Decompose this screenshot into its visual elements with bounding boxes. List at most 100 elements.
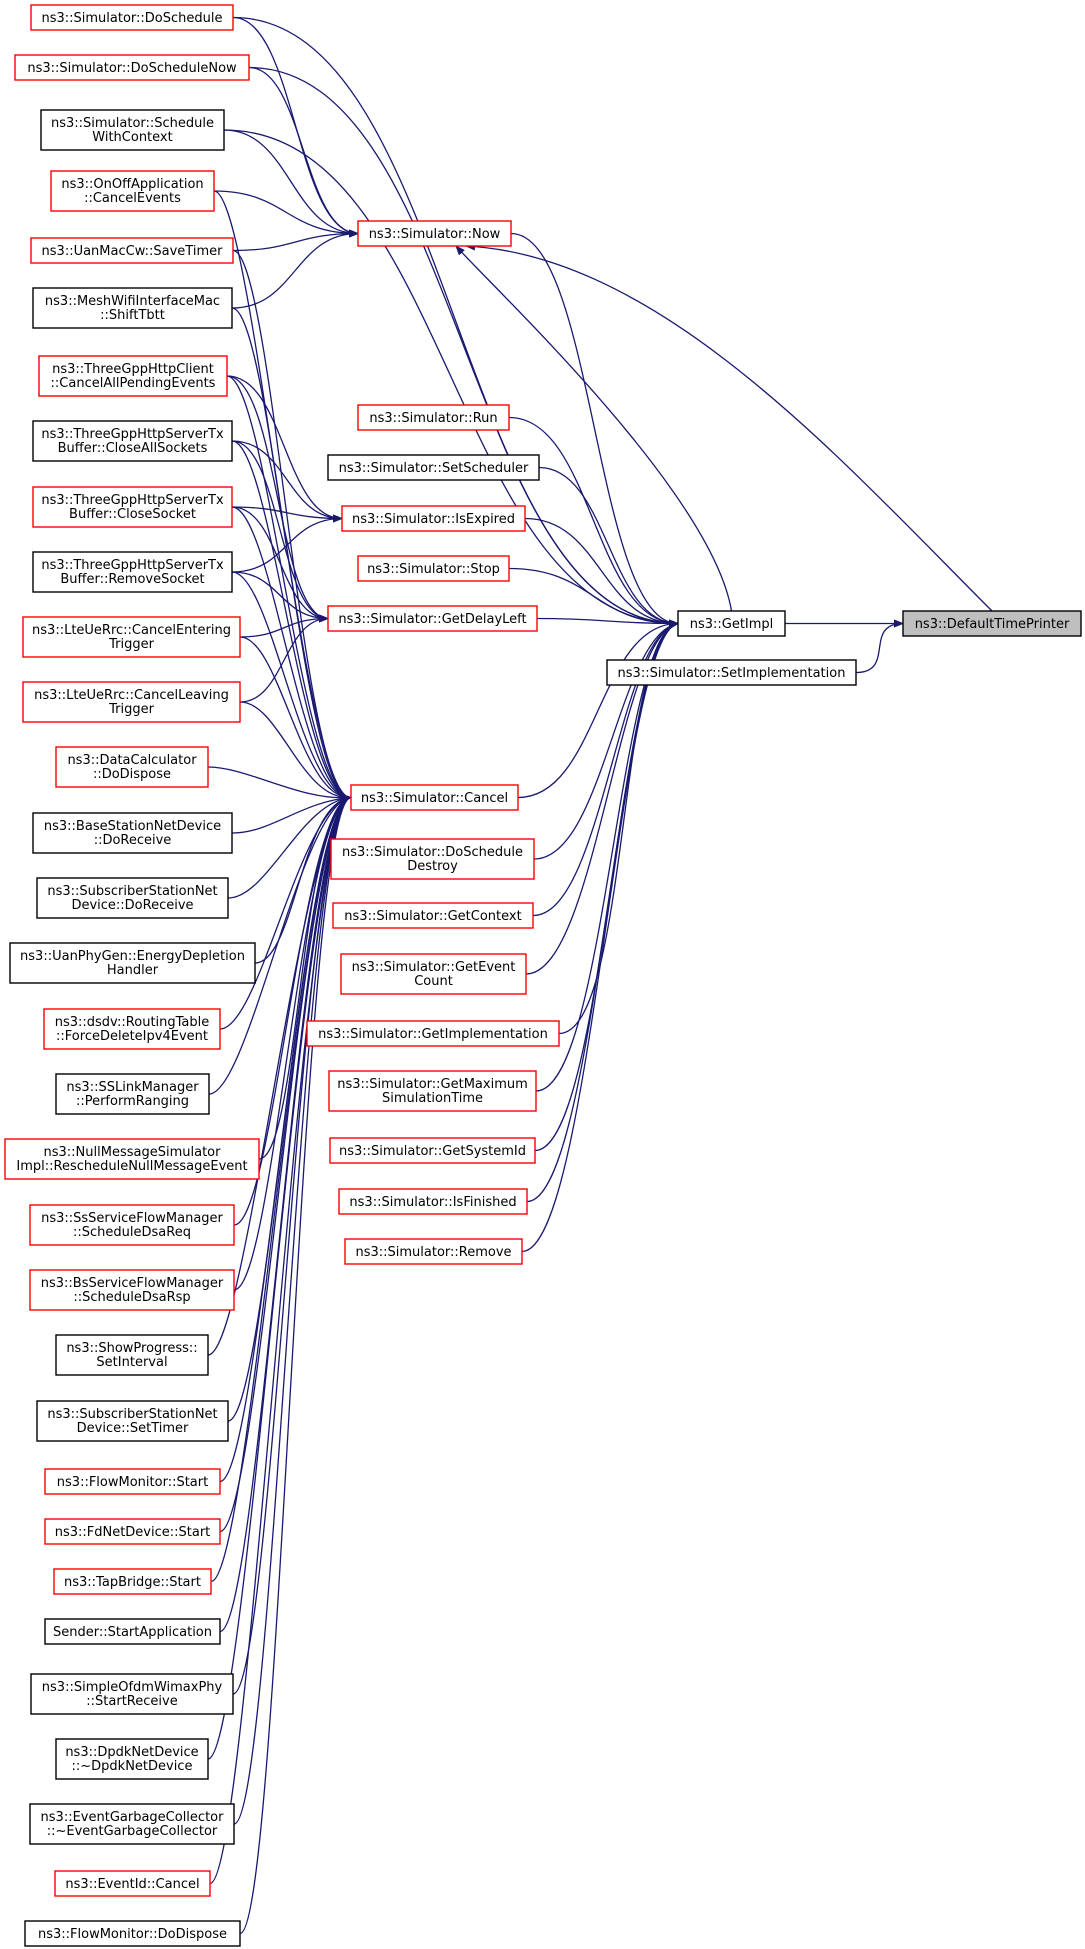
- node-nullmsg[interactable]: ns3::NullMessageSimulatorImpl::Reschedul…: [4, 1138, 260, 1180]
- node-label: Impl::RescheduleNullMessageEvent: [16, 1159, 247, 1174]
- node-label: ns3::SsServiceFlowManager: [41, 1211, 223, 1226]
- node-getimpl[interactable]: ns3::GetImpl: [677, 610, 786, 637]
- node-label: Trigger: [108, 637, 154, 652]
- node-label: ns3::EventId::Cancel: [65, 1877, 199, 1892]
- node-setsched[interactable]: ns3::Simulator::SetScheduler: [327, 454, 540, 481]
- node-dosched[interactable]: ns3::Simulator::DoSchedule: [30, 4, 234, 31]
- edge-meshwifi-to-cancel: [231, 307, 352, 803]
- node-label: ns3::ThreeGppHttpClient: [52, 362, 214, 377]
- node-bsnet[interactable]: ns3::BaseStationNetDevice::DoReceive: [32, 812, 233, 854]
- edge-httpcloseall-to-isexpired: [231, 440, 343, 523]
- edge-getmaxsim-to-getimpl: [535, 621, 679, 1092]
- node-eventgc[interactable]: ns3::EventGarbageCollector::~EventGarbag…: [29, 1803, 235, 1845]
- node-box: [44, 1468, 221, 1495]
- node-getdelay[interactable]: ns3::Simulator::GetDelayLeft: [327, 605, 538, 632]
- node-box: [32, 287, 233, 329]
- node-isexpired[interactable]: ns3::Simulator::IsExpired: [341, 505, 526, 532]
- node-label: Count: [414, 974, 453, 989]
- node-label: ::~EventGarbageCollector: [47, 1824, 218, 1839]
- node-label: ns3::Simulator::DoSchedule: [342, 845, 523, 860]
- edge-httpcloseall-to-cancel: [231, 440, 352, 803]
- node-box: [340, 953, 527, 995]
- node-label: ns3::Simulator::Cancel: [361, 791, 508, 806]
- node-ssflow[interactable]: ns3::SsServiceFlowManager::ScheduleDsaRe…: [29, 1204, 235, 1246]
- node-uanmac[interactable]: ns3::UanMacCw::SaveTimer: [30, 237, 234, 264]
- edge-remove-to-getimpl: [521, 621, 679, 1253]
- node-tapstart[interactable]: ns3::TapBridge::Start: [53, 1568, 212, 1595]
- node-isfinished[interactable]: ns3::Simulator::IsFinished: [338, 1188, 528, 1215]
- node-getsysid[interactable]: ns3::Simulator::GetSystemId: [329, 1137, 536, 1164]
- node-box: [40, 109, 225, 151]
- node-setimpl[interactable]: ns3::Simulator::SetImplementation: [606, 659, 857, 686]
- node-simpleofdm[interactable]: ns3::SimpleOfdmWimaxPhy::StartReceive: [30, 1673, 234, 1715]
- node-label: ns3::OnOffApplication: [61, 177, 203, 192]
- node-datacalc[interactable]: ns3::DataCalculator::DoDispose: [55, 746, 209, 788]
- edge-cancel-to-getimpl: [517, 619, 679, 799]
- node-flowdispose[interactable]: ns3::FlowMonitor::DoDispose: [24, 1920, 241, 1947]
- node-httpclose[interactable]: ns3::ThreeGppHttpServerTxBuffer::CloseSo…: [32, 486, 233, 528]
- node-stop[interactable]: ns3::Simulator::Stop: [357, 555, 510, 582]
- node-box: [344, 1238, 523, 1265]
- node-flowstart[interactable]: ns3::FlowMonitor::Start: [44, 1468, 221, 1495]
- node-label: ns3::Simulator::IsExpired: [352, 512, 515, 527]
- node-getimplementation[interactable]: ns3::Simulator::GetImplementation: [306, 1020, 560, 1047]
- node-sstimer[interactable]: ns3::SubscriberStationNetDevice::SetTime…: [36, 1400, 229, 1442]
- node-remove[interactable]: ns3::Simulator::Remove: [344, 1238, 523, 1265]
- node-onoff[interactable]: ns3::OnOffApplication::CancelEvents: [50, 170, 215, 212]
- node-label: ns3::dsdv::RoutingTable: [55, 1015, 210, 1030]
- edge-lteleave-to-cancel: [239, 701, 352, 803]
- node-label: ns3::DpdkNetDevice: [65, 1745, 198, 1760]
- edge-isfinished-to-getimpl: [526, 621, 679, 1203]
- node-eventid[interactable]: ns3::EventId::Cancel: [54, 1870, 211, 1897]
- node-dpdk[interactable]: ns3::DpdkNetDevice::~DpdkNetDevice: [55, 1738, 209, 1780]
- node-label: ::ScheduleDsaRsp: [73, 1290, 190, 1305]
- edge-ssnetrecv-to-cancel: [227, 794, 352, 899]
- node-meshwifi[interactable]: ns3::MeshWifiInterfaceMac::ShiftTbtt: [32, 287, 233, 329]
- node-ssnetrecv[interactable]: ns3::SubscriberStationNetDevice::DoRecei…: [36, 877, 229, 919]
- node-label: Destroy: [407, 859, 458, 874]
- node-now[interactable]: ns3::Simulator::Now: [357, 220, 512, 247]
- edge-uanmac-to-now: [232, 229, 359, 252]
- node-box: [36, 877, 229, 919]
- node-fdstart[interactable]: ns3::FdNetDevice::Start: [44, 1518, 221, 1545]
- node-sender[interactable]: Sender::StartApplication: [44, 1618, 221, 1645]
- node-label: SetInterval: [96, 1355, 167, 1370]
- edge-lteleave-to-getdelay: [239, 614, 329, 703]
- node-label: ns3::SubscriberStationNet: [47, 884, 217, 899]
- node-label: ns3::DataCalculator: [67, 753, 197, 768]
- node-box: [4, 1138, 260, 1180]
- node-http3client[interactable]: ns3::ThreeGppHttpClient::CancelAllPendin…: [38, 355, 228, 397]
- node-httpcloseall[interactable]: ns3::ThreeGppHttpServerTxBuffer::CloseAl…: [32, 420, 233, 462]
- node-label: ns3::Simulator::Run: [369, 411, 497, 426]
- node-dsdv[interactable]: ns3::dsdv::RoutingTable::ForceDeleteIpv4…: [43, 1008, 221, 1050]
- node-box: [54, 1870, 211, 1897]
- edge-datacalc-to-cancel: [207, 766, 352, 803]
- node-doschednow[interactable]: ns3::Simulator::DoScheduleNow: [14, 54, 250, 81]
- node-cancel[interactable]: ns3::Simulator::Cancel: [350, 784, 519, 811]
- node-getcontext[interactable]: ns3::Simulator::GetContext: [332, 902, 534, 929]
- node-run[interactable]: ns3::Simulator::Run: [357, 404, 510, 431]
- node-box: [338, 1188, 528, 1215]
- node-bsflow[interactable]: ns3::BsServiceFlowManager::ScheduleDsaRs…: [29, 1269, 235, 1311]
- node-label: ns3::FdNetDevice::Start: [55, 1525, 211, 1540]
- edge-run-to-getimpl: [508, 416, 679, 628]
- edges: [207, 16, 993, 1935]
- edge-isexpired-to-getimpl: [524, 517, 679, 628]
- node-root[interactable]: ns3::DefaultTimePrinter: [902, 610, 1082, 637]
- node-sslink[interactable]: ns3::SSLinkManager::PerformRanging: [55, 1073, 210, 1115]
- node-box: [30, 4, 234, 31]
- node-box: [350, 784, 519, 811]
- node-showprog[interactable]: ns3::ShowProgress::SetInterval: [55, 1334, 209, 1376]
- node-httpremove[interactable]: ns3::ThreeGppHttpServerTxBuffer::RemoveS…: [32, 551, 233, 593]
- node-label: ns3::SSLinkManager: [66, 1080, 199, 1095]
- edge-geteventcount-to-getimpl: [525, 621, 679, 975]
- edge-simpleofdm-to-cancel: [232, 794, 352, 1695]
- node-box: [55, 746, 209, 788]
